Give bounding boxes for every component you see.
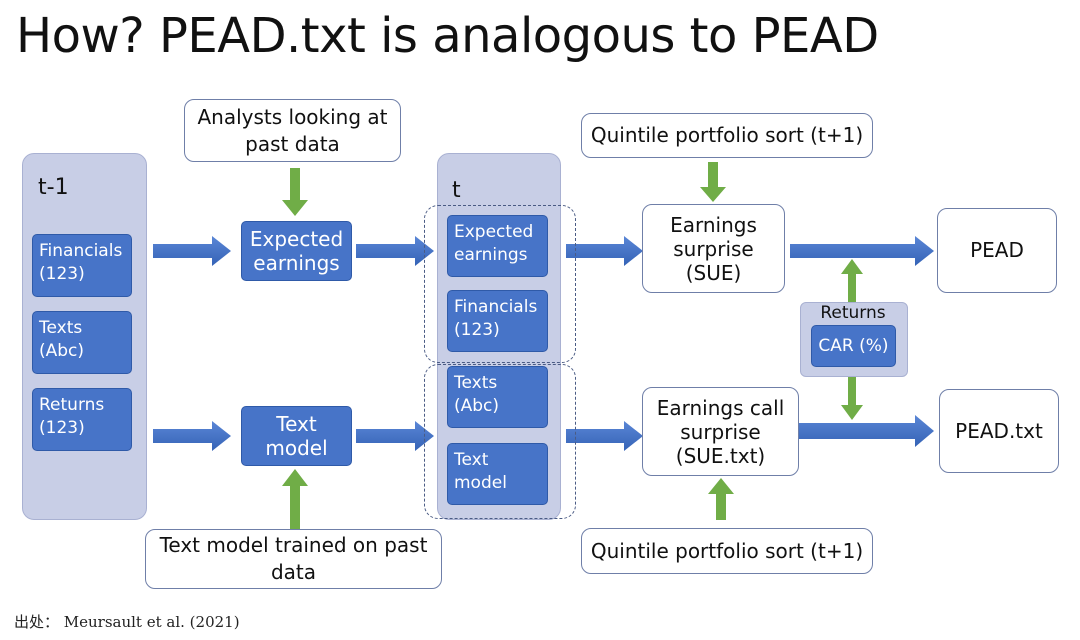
arrow-callsurprise-to-peadtxt <box>790 415 934 447</box>
arrow-surprise-to-pead <box>790 236 934 266</box>
arrow-t-to-callsurprise <box>566 421 643 451</box>
t-financials-box: Financials (123) <box>447 290 548 352</box>
source-citation: 出处： Meursault et al. (2021) <box>14 613 240 631</box>
arrow-quintile-bottom-up <box>708 478 734 520</box>
car-box: CAR (%) <box>811 325 896 367</box>
expected-earnings-box: Expected earnings <box>241 221 352 281</box>
analysts-box: Analysts looking at past data <box>184 99 401 162</box>
quintile-sort-top-box: Quintile portfolio sort (t+1) <box>581 113 873 158</box>
t-expected-earnings-box: Expected earnings <box>447 215 548 277</box>
arrow-trained-up <box>282 469 308 531</box>
arrow-analysts-down <box>282 168 308 216</box>
pead-box: PEAD <box>937 208 1057 293</box>
arrow-t1-to-expected <box>153 236 231 266</box>
texts-box: Texts (Abc) <box>32 311 132 374</box>
earnings-call-surprise-box: Earnings call surprise (SUE.txt) <box>642 387 799 476</box>
arrow-quintile-top-down <box>700 162 726 202</box>
earnings-surprise-box: Earnings surprise (SUE) <box>642 204 785 293</box>
financials-box: Financials (123) <box>32 234 132 297</box>
returns-label: Returns <box>820 303 886 323</box>
arrow-returns-up <box>841 259 863 302</box>
lower-dashed-group <box>424 364 576 519</box>
t-texts-box: Texts (Abc) <box>447 366 548 428</box>
arrow-expected-to-t <box>356 236 434 266</box>
column-t-minus-1-label: t-1 <box>38 175 69 200</box>
quintile-sort-bottom-box: Quintile portfolio sort (t+1) <box>581 528 873 574</box>
arrow-returns-down <box>841 375 863 420</box>
text-model-box: Text model <box>241 406 352 466</box>
arrow-textmodel-to-t <box>356 421 434 451</box>
t-text-model-box: Text model <box>447 443 548 505</box>
column-t-label: t <box>452 178 461 203</box>
slide-title: How? PEAD.txt is analogous to PEAD <box>16 8 879 64</box>
upper-dashed-group <box>424 205 576 363</box>
text-model-trained-box: Text model trained on past data <box>145 529 442 589</box>
arrow-t-to-surprise <box>566 236 643 266</box>
pead-txt-box: PEAD.txt <box>939 389 1059 473</box>
arrow-t1-to-textmodel <box>153 421 231 451</box>
returns-box: Returns (123) <box>32 388 132 451</box>
